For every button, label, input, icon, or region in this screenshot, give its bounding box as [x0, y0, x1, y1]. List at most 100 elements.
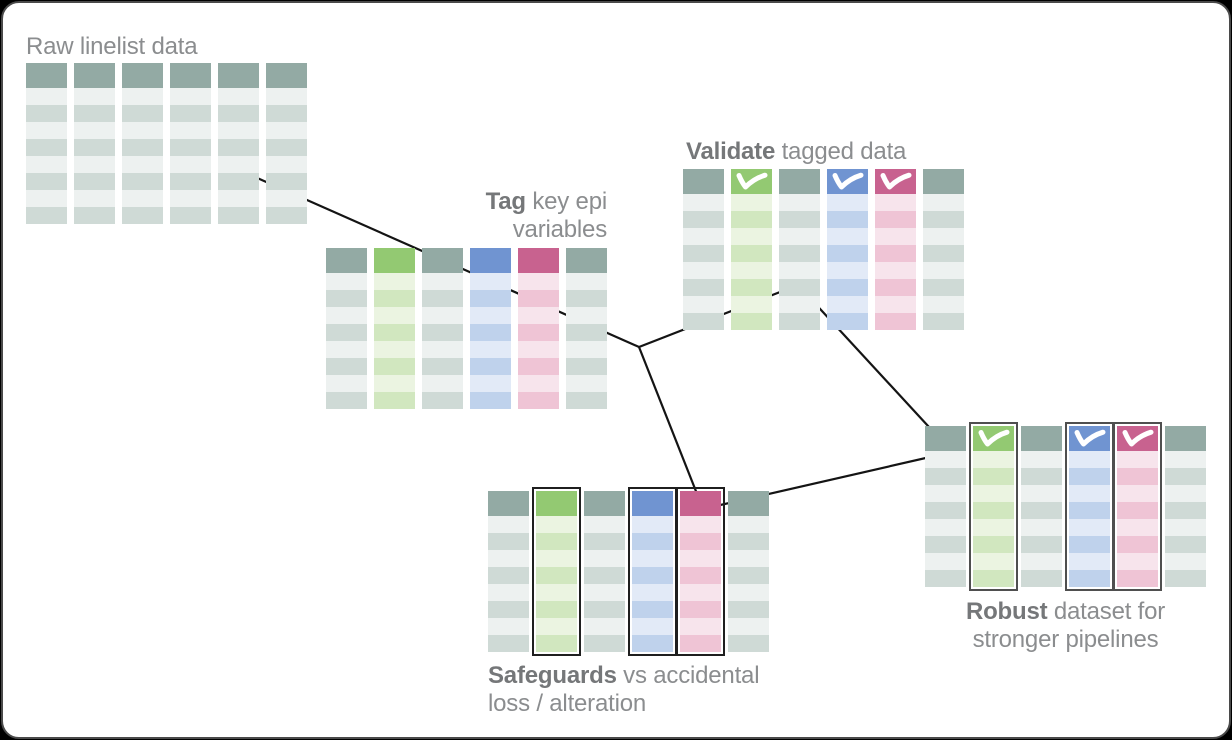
- table-cell: [683, 194, 724, 211]
- column-header-gray: [923, 169, 964, 194]
- table-cell: [680, 601, 721, 618]
- table-column-pink: [875, 169, 916, 330]
- column-header-gray: [728, 491, 769, 516]
- check-icon: [832, 172, 864, 190]
- table-cell: [470, 341, 511, 358]
- table-cell: [925, 502, 966, 519]
- table-cell: [875, 194, 916, 211]
- table-cell: [731, 245, 772, 262]
- table-cell: [536, 533, 577, 550]
- table-cell: [374, 392, 415, 409]
- column-header-gray: [779, 169, 820, 194]
- table-cell: [1165, 451, 1206, 468]
- table-cell: [488, 550, 529, 567]
- column-header-gray: [122, 63, 163, 88]
- table-cell: [925, 570, 966, 587]
- table-cell: [680, 533, 721, 550]
- table-cell: [374, 375, 415, 392]
- table-cell: [218, 156, 259, 173]
- table-column-gray: [266, 63, 307, 224]
- table-cell: [1117, 451, 1158, 468]
- table-column-gray: [779, 169, 820, 330]
- table-cell: [728, 635, 769, 652]
- table-cell: [470, 358, 511, 375]
- label-raw-linelist: Raw linelist data: [26, 33, 198, 60]
- table-cell: [374, 324, 415, 341]
- column-header-green: [973, 426, 1014, 451]
- table-cell: [680, 516, 721, 533]
- column-header-blue: [827, 169, 868, 194]
- table-cell: [266, 190, 307, 207]
- table-cell: [170, 122, 211, 139]
- table-cell: [374, 341, 415, 358]
- column-header-gray: [925, 426, 966, 451]
- table-column-green: [731, 169, 772, 330]
- table-cell: [728, 601, 769, 618]
- table-cell: [827, 313, 868, 330]
- table-cell: [74, 139, 115, 156]
- table-cell: [422, 358, 463, 375]
- check-icon: [880, 172, 912, 190]
- column-header-gray: [266, 63, 307, 88]
- table-cell: [827, 245, 868, 262]
- table-cell: [326, 392, 367, 409]
- table-cell: [683, 296, 724, 313]
- table-column-blue: [470, 248, 511, 409]
- table-cell: [875, 279, 916, 296]
- table-cell: [1165, 570, 1206, 587]
- table-cell: [779, 211, 820, 228]
- table-cell: [74, 122, 115, 139]
- table-cell: [26, 173, 67, 190]
- table-cell: [518, 290, 559, 307]
- table-column-pink: [518, 248, 559, 409]
- table-column-gray: [1165, 426, 1206, 587]
- table-cell: [566, 375, 607, 392]
- table-column-gray: [26, 63, 67, 224]
- table-cell: [683, 262, 724, 279]
- table-cell: [170, 173, 211, 190]
- table-cell: [973, 502, 1014, 519]
- table-column-gray: [925, 426, 966, 587]
- table-cell: [26, 122, 67, 139]
- table-cell: [518, 341, 559, 358]
- check-icon: [736, 172, 768, 190]
- column-header-green: [374, 248, 415, 273]
- table-cell: [122, 207, 163, 224]
- table-cell: [374, 273, 415, 290]
- table-cell: [566, 392, 607, 409]
- table-cell: [488, 601, 529, 618]
- table-column-pink: [1113, 422, 1162, 591]
- table-cell: [731, 194, 772, 211]
- table-cell: [26, 190, 67, 207]
- table-cell: [326, 273, 367, 290]
- table-cell: [74, 88, 115, 105]
- table-cell: [1069, 536, 1110, 553]
- table-cell: [566, 324, 607, 341]
- table-cell: [170, 139, 211, 156]
- table-cell: [470, 307, 511, 324]
- table-cell: [1117, 485, 1158, 502]
- table-cell: [1117, 468, 1158, 485]
- table-cell: [1021, 485, 1062, 502]
- table-cell: [1069, 502, 1110, 519]
- table-cell: [584, 584, 625, 601]
- table-cell: [1021, 502, 1062, 519]
- table-cell: [422, 324, 463, 341]
- table-cell: [728, 618, 769, 635]
- table-cell: [470, 324, 511, 341]
- table-cell: [584, 567, 625, 584]
- table-cell: [683, 228, 724, 245]
- column-header-gray: [26, 63, 67, 88]
- table-validated: [683, 169, 964, 330]
- table-column-gray: [683, 169, 724, 330]
- table-cell: [470, 392, 511, 409]
- table-cell: [1021, 451, 1062, 468]
- table-cell: [518, 375, 559, 392]
- table-cell: [122, 122, 163, 139]
- table-cell: [470, 273, 511, 290]
- column-header-gray: [488, 491, 529, 516]
- table-cell: [1165, 536, 1206, 553]
- table-cell: [731, 313, 772, 330]
- table-cell: [1069, 553, 1110, 570]
